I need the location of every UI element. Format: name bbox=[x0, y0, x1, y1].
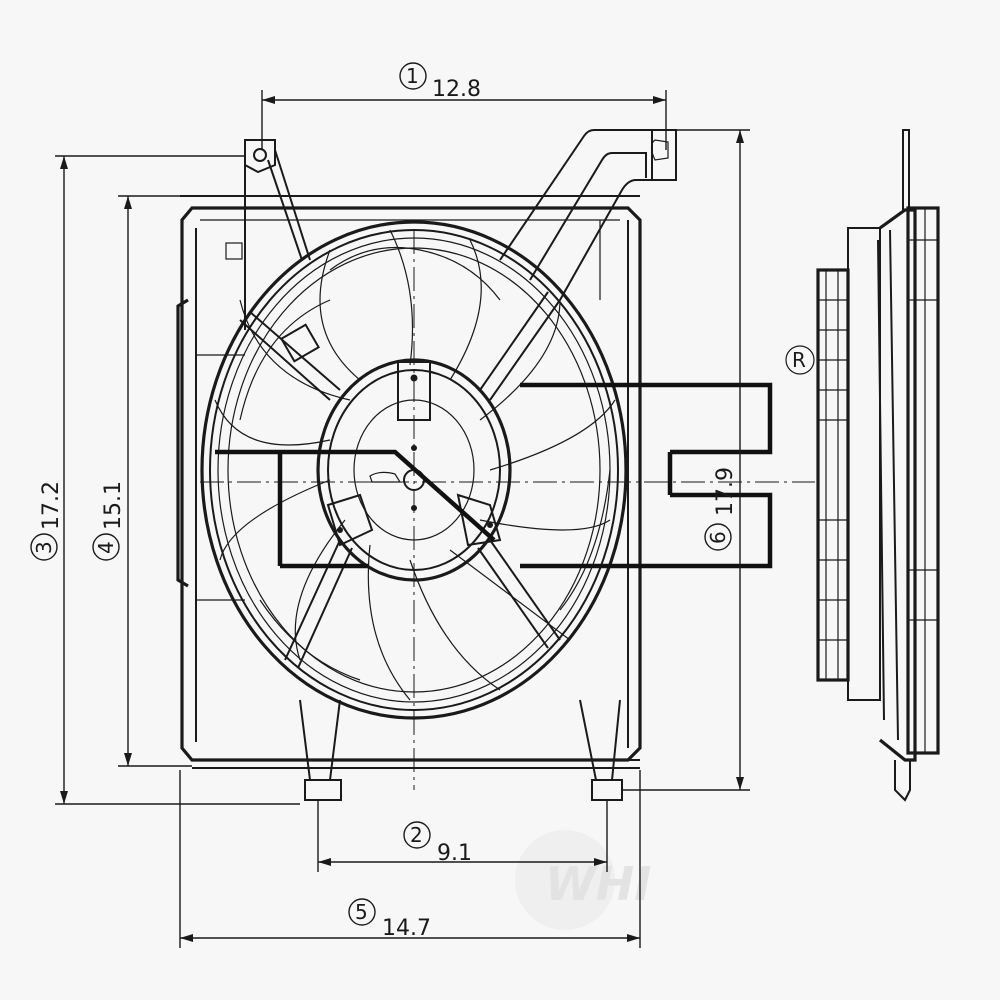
svg-text:1: 1 bbox=[406, 64, 419, 88]
dim1-value: 12.8 bbox=[432, 77, 481, 102]
dimension-1: 1 12.8 bbox=[261, 62, 667, 150]
dim5-value: 14.7 bbox=[382, 916, 431, 941]
mount-bracket-right bbox=[499, 129, 677, 301]
shroud-frame bbox=[180, 206, 642, 762]
svg-text:2: 2 bbox=[410, 823, 423, 847]
mount-bracket-left bbox=[244, 139, 311, 330]
svg-text:5: 5 bbox=[355, 900, 368, 924]
dim2-value: 9.1 bbox=[437, 841, 472, 866]
tyc-logo-overlay bbox=[215, 382, 773, 569]
dim3-value: 17.2 bbox=[39, 481, 64, 530]
registered-mark-circle bbox=[785, 345, 815, 375]
dimension-4: 4 15.1 bbox=[92, 195, 192, 767]
dim6-value: 17.9 bbox=[713, 467, 738, 516]
fan-blades bbox=[214, 229, 616, 701]
side-view: R bbox=[785, 129, 940, 802]
dimension-6: 6 17.9 bbox=[622, 129, 750, 791]
dimension-5: 5 14.7 bbox=[179, 770, 641, 948]
dimension-3: 3 17.2 bbox=[30, 155, 300, 805]
svg-text:WHI: WHI bbox=[545, 857, 651, 911]
svg-text:3: 3 bbox=[32, 541, 56, 554]
registered-mark: R bbox=[792, 348, 806, 372]
dim4-value: 15.1 bbox=[101, 481, 126, 530]
svg-text:4: 4 bbox=[94, 541, 118, 554]
svg-text:6: 6 bbox=[706, 531, 730, 544]
dimension-2: 2 9.1 bbox=[317, 800, 608, 872]
watermark-logo: WHI bbox=[515, 830, 651, 930]
front-view bbox=[176, 129, 815, 801]
mount-feet bbox=[304, 779, 623, 801]
